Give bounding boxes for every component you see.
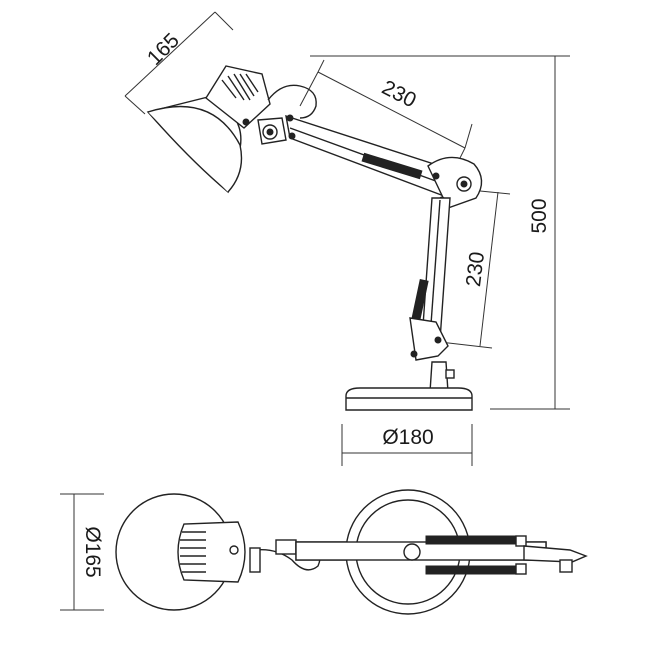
label-upper-arm: 230 — [378, 76, 420, 112]
side-view: 165 230 230 500 — [124, 11, 570, 466]
lamp-base-top — [295, 489, 547, 615]
dimension-shade-diameter: Ø165 — [60, 493, 104, 611]
springs-top — [425, 535, 527, 575]
shade-vent-slots — [221, 73, 259, 101]
upper-arm — [285, 114, 453, 197]
top-view: Ø165 — [60, 489, 588, 615]
lamp-shade-top — [115, 493, 246, 611]
label-lower-arm: 230 — [462, 250, 489, 288]
end-joint-top — [523, 545, 588, 573]
base-post — [429, 361, 455, 393]
elbow-joint — [427, 156, 483, 209]
label-shade-diameter: Ø165 — [81, 526, 104, 577]
label-total-height: 500 — [528, 198, 551, 233]
shade-joint — [257, 117, 287, 145]
dimension-total-height: 500 — [310, 55, 570, 410]
base-joint — [409, 317, 449, 361]
lamp-shade-side — [146, 65, 271, 194]
power-cable-side — [267, 84, 317, 119]
dimension-lower-arm: 230 — [439, 189, 511, 349]
dimension-base-diameter: Ø180 — [341, 424, 473, 466]
shade-joint-top — [249, 539, 297, 573]
lamp-base-side — [345, 387, 473, 411]
label-shade-width: 165 — [143, 29, 184, 70]
label-base-diameter: Ø180 — [382, 426, 433, 449]
shade-top-vents — [180, 531, 206, 573]
